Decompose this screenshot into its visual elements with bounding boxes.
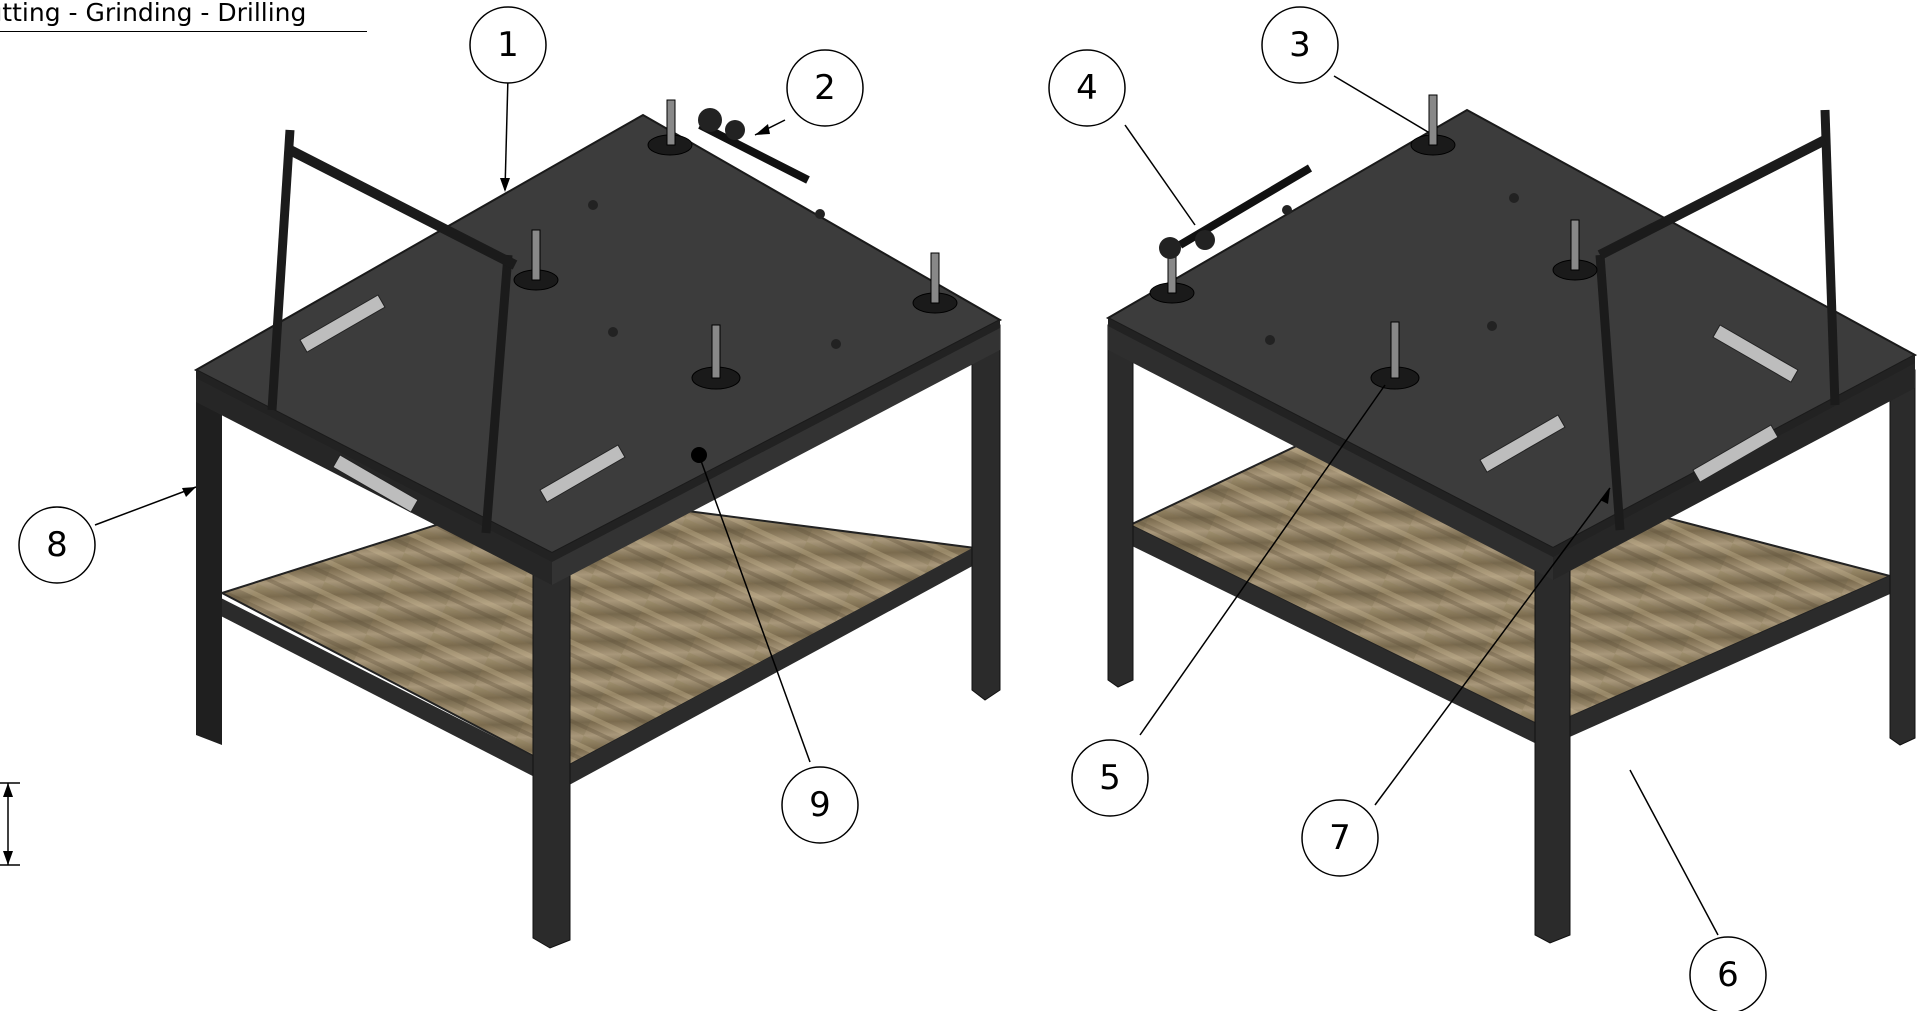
right-bolts bbox=[1265, 193, 1519, 345]
right-slot-1 bbox=[1479, 414, 1566, 473]
balloon-4: 4 bbox=[1048, 49, 1126, 127]
leader-5 bbox=[1139, 384, 1386, 736]
svg-text:5: 5 bbox=[1099, 758, 1121, 798]
balloon-8: 8 bbox=[18, 506, 96, 584]
balloon-7: 7 bbox=[1301, 799, 1379, 877]
leader-4 bbox=[1124, 124, 1196, 226]
right-slot-2 bbox=[1692, 424, 1779, 483]
leader-9 bbox=[699, 457, 811, 763]
svg-text:7: 7 bbox=[1329, 818, 1351, 858]
left-handle bbox=[698, 108, 810, 184]
left-gantry-beam bbox=[287, 145, 518, 270]
right-handle bbox=[1159, 164, 1313, 259]
leader-7 bbox=[1374, 487, 1611, 806]
svg-text:3: 3 bbox=[1289, 25, 1311, 65]
leader-3 bbox=[1333, 75, 1429, 133]
left-table bbox=[193, 99, 1003, 949]
left-gantry-post-2 bbox=[481, 254, 513, 534]
right-leg-left bbox=[1107, 324, 1134, 688]
right-shelf-rail-right bbox=[1545, 576, 1890, 748]
leader-lines bbox=[0, 75, 1719, 936]
leader-6 bbox=[1629, 769, 1719, 936]
balloon-5: 5 bbox=[1071, 739, 1149, 817]
balloon-2: 2 bbox=[786, 49, 864, 127]
left-hole bbox=[691, 447, 707, 463]
right-leg-front bbox=[1534, 569, 1571, 944]
svg-text:9: 9 bbox=[809, 785, 831, 825]
balloon-1: 1 bbox=[469, 6, 547, 84]
left-shelf-rail-front bbox=[215, 595, 560, 790]
right-slot-3 bbox=[1712, 324, 1799, 383]
svg-text:4: 4 bbox=[1076, 68, 1098, 108]
left-slot-1 bbox=[299, 294, 386, 353]
left-bolts bbox=[588, 200, 841, 349]
right-leg-right bbox=[1889, 369, 1916, 746]
left-leg-back-left bbox=[196, 378, 222, 745]
svg-text:1: 1 bbox=[497, 25, 519, 65]
right-spindles bbox=[1149, 94, 1598, 390]
svg-text:6: 6 bbox=[1717, 955, 1739, 995]
balloons: 1 2 3 4 5 6 7 8 bbox=[18, 6, 1767, 1011]
svg-text:8: 8 bbox=[46, 525, 68, 565]
balloon-3: 3 bbox=[1261, 6, 1339, 84]
left-leg-front bbox=[532, 574, 571, 949]
svg-text:2: 2 bbox=[814, 68, 836, 108]
leader-8 bbox=[94, 486, 197, 526]
right-table bbox=[1105, 94, 1917, 944]
right-gantry-post-1 bbox=[1595, 254, 1625, 531]
left-leg-right bbox=[971, 324, 1001, 701]
right-gantry-beam bbox=[1597, 135, 1828, 260]
drawing-caption: Cutting - Grinding - Drilling bbox=[0, 0, 367, 32]
right-shelf-rail-front bbox=[1130, 525, 1545, 748]
left-shelf-rail-right bbox=[560, 545, 978, 790]
leader-1 bbox=[504, 75, 509, 191]
balloon-9: 9 bbox=[781, 766, 859, 844]
left-slot-3 bbox=[539, 444, 626, 503]
balloon-6: 6 bbox=[1689, 936, 1767, 1011]
left-gantry-post-1 bbox=[267, 129, 295, 411]
left-spindles bbox=[513, 99, 958, 390]
right-gantry-post-2 bbox=[1820, 109, 1840, 406]
left-slot-2 bbox=[332, 454, 419, 513]
